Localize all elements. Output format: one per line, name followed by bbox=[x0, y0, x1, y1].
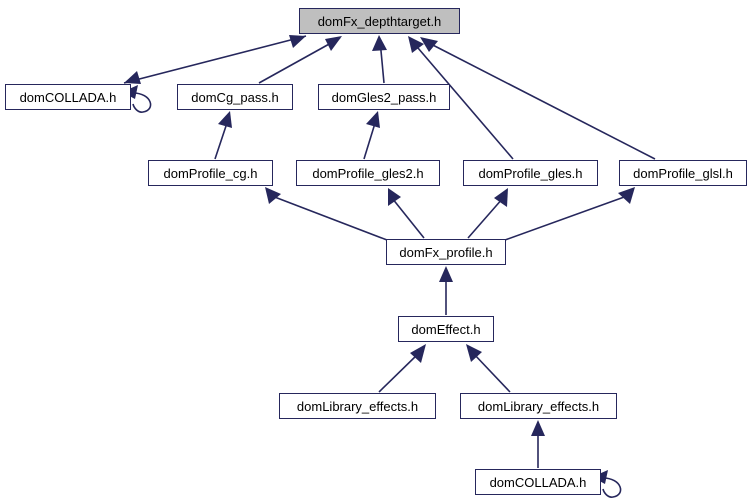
edge-profile-glsl-to-fx-depthtarget bbox=[420, 37, 656, 160]
node-label: domProfile_cg.h bbox=[163, 165, 258, 181]
edge-library-effects-right-to-effect bbox=[466, 344, 511, 393]
edge-effect-to-fx-profile bbox=[439, 266, 453, 315]
edge-profile-gles2-to-gles2-pass bbox=[363, 111, 380, 160]
edge-collada-top-to-fx-depthtarget bbox=[123, 35, 307, 84]
edge-profile-cg-to-cg-pass bbox=[214, 111, 232, 160]
node-dom-collada-top[interactable]: domCOLLADA.h bbox=[5, 84, 131, 110]
edge-fx-profile-to-profile-gles2 bbox=[388, 188, 425, 239]
edge-fx-profile-to-profile-glsl bbox=[504, 187, 635, 241]
edge-cg-pass-to-fx-depthtarget bbox=[258, 36, 342, 84]
node-dom-profile-gles2[interactable]: domProfile_gles2.h bbox=[296, 160, 440, 186]
edge-gles2-pass-to-fx-depthtarget bbox=[372, 35, 387, 84]
node-label: domFx_depthtarget.h bbox=[317, 13, 442, 29]
node-label: domFx_profile.h bbox=[399, 244, 493, 260]
node-dom-library-effects-left[interactable]: domLibrary_effects.h bbox=[279, 393, 436, 419]
node-dom-profile-glsl[interactable]: domProfile_glsl.h bbox=[619, 160, 747, 186]
node-dom-collada-bottom[interactable]: domCOLLADA.h bbox=[475, 469, 601, 495]
node-label: domProfile_gles.h bbox=[478, 165, 583, 181]
node-dom-profile-gles[interactable]: domProfile_gles.h bbox=[463, 160, 598, 186]
node-dom-fx-profile[interactable]: domFx_profile.h bbox=[386, 239, 506, 265]
node-label: domProfile_glsl.h bbox=[633, 165, 733, 181]
node-dom-library-effects-right[interactable]: domLibrary_effects.h bbox=[460, 393, 617, 419]
node-label: domLibrary_effects.h bbox=[477, 398, 600, 414]
edge-fx-profile-to-profile-cg bbox=[265, 187, 388, 241]
node-dom-profile-cg[interactable]: domProfile_cg.h bbox=[148, 160, 273, 186]
node-dom-gles2-pass[interactable]: domGles2_pass.h bbox=[318, 84, 450, 110]
edge-collada-bottom-to-library-effects-right bbox=[531, 420, 545, 468]
edge-profile-gles-to-fx-depthtarget bbox=[408, 36, 514, 160]
edge-fx-profile-to-profile-gles bbox=[467, 188, 508, 239]
node-dom-fx-depthtarget[interactable]: domFx_depthtarget.h bbox=[299, 8, 460, 34]
node-dom-effect[interactable]: domEffect.h bbox=[398, 316, 494, 342]
node-dom-cg-pass[interactable]: domCg_pass.h bbox=[177, 84, 293, 110]
node-label: domGles2_pass.h bbox=[331, 89, 437, 105]
edge-library-effects-left-to-effect bbox=[378, 344, 426, 393]
node-label: domLibrary_effects.h bbox=[296, 398, 419, 414]
node-label: domProfile_gles2.h bbox=[312, 165, 424, 181]
node-label: domCOLLADA.h bbox=[19, 89, 117, 105]
node-label: domCg_pass.h bbox=[191, 89, 279, 105]
node-label: domEffect.h bbox=[411, 321, 481, 337]
node-label: domCOLLADA.h bbox=[489, 474, 587, 490]
